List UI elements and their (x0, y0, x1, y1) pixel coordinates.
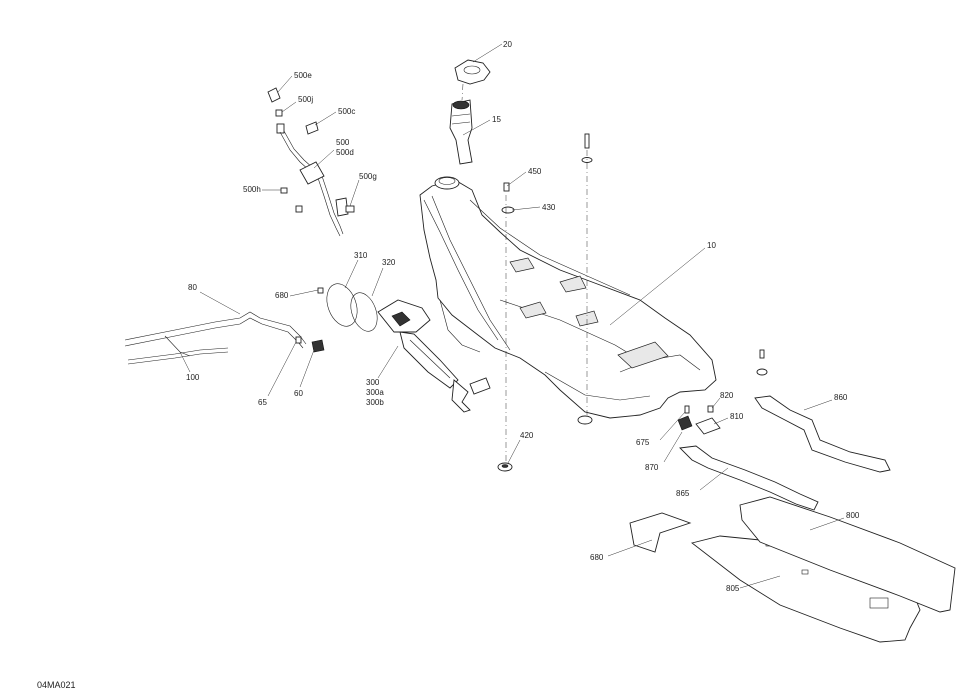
label-65: 65 (258, 398, 267, 407)
fuel-tank[interactable] (419, 176, 717, 419)
clamp-65[interactable] (295, 336, 302, 344)
bolt-450[interactable] (503, 182, 510, 192)
label-300b: 300b (366, 398, 384, 407)
seal-320[interactable] (346, 289, 382, 335)
label-500j: 500j (298, 95, 313, 104)
bracket-860[interactable] (754, 395, 891, 473)
fuel-pump-module[interactable] (377, 299, 491, 413)
pad-680[interactable] (629, 512, 692, 553)
filler-neck[interactable] (449, 99, 473, 165)
label-680-lower: 680 (590, 553, 604, 562)
label-865: 865 (676, 489, 690, 498)
label-420: 420 (520, 431, 534, 440)
label-675: 675 (636, 438, 650, 447)
label-310: 310 (354, 251, 368, 260)
leader-lines (179, 43, 845, 589)
label-300a: 300a (366, 388, 384, 397)
label-15: 15 (492, 115, 501, 124)
label-100: 100 (186, 373, 200, 382)
label-500c: 500c (338, 107, 355, 116)
label-500d: 500d (336, 148, 354, 157)
label-300: 300 (366, 378, 380, 387)
grommet-lower[interactable] (577, 415, 593, 425)
label-870: 870 (645, 463, 659, 472)
label-500e: 500e (294, 71, 312, 80)
label-800: 800 (846, 511, 860, 520)
screw-675[interactable] (684, 405, 690, 414)
connector-60[interactable] (311, 339, 325, 353)
label-500g: 500g (359, 172, 377, 181)
seal-310[interactable] (321, 280, 362, 331)
label-80: 80 (188, 283, 197, 292)
clip-870[interactable] (677, 415, 693, 431)
label-500: 500 (336, 138, 350, 147)
bolt-upper-right[interactable] (581, 133, 593, 163)
label-60: 60 (294, 389, 303, 398)
label-820: 820 (720, 391, 734, 400)
label-20: 20 (503, 40, 512, 49)
pad-800[interactable] (739, 496, 956, 613)
fuel-line-100[interactable] (127, 347, 229, 365)
label-10: 10 (707, 241, 716, 250)
label-805: 805 (726, 584, 740, 593)
label-500h: 500h (243, 185, 261, 194)
fuel-cap[interactable] (454, 59, 491, 85)
grommet-420[interactable] (497, 462, 513, 472)
label-680-upper: 680 (275, 291, 289, 300)
label-430: 430 (542, 203, 556, 212)
clip-820-810[interactable] (695, 405, 721, 435)
label-810: 810 (730, 412, 744, 421)
label-450: 450 (528, 167, 542, 176)
plug-680[interactable] (317, 287, 324, 294)
screw-860[interactable] (756, 349, 768, 376)
bracket-865[interactable] (679, 445, 819, 511)
label-320: 320 (382, 258, 396, 267)
label-860: 860 (834, 393, 848, 402)
diagram-code: 04MA021 (37, 680, 76, 690)
fuel-line-80[interactable] (124, 311, 307, 357)
